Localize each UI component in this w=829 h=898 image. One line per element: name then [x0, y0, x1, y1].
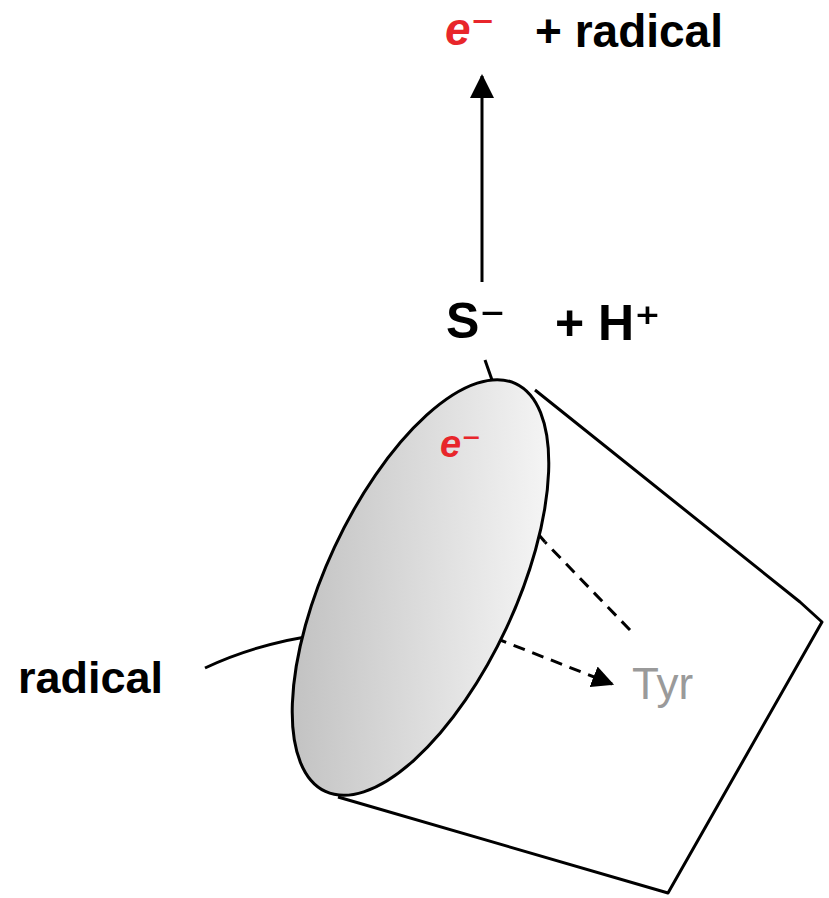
thiolate-bond — [485, 360, 492, 380]
protein-face: e⁻ — [290, 370, 555, 805]
proton-text: + H⁺ — [555, 298, 661, 348]
electron-symbol: e⁻ — [445, 6, 495, 52]
dashed-transfer — [545, 542, 630, 630]
radical-dashed-arrow — [495, 638, 612, 684]
thiolate-text: S⁻ — [446, 296, 506, 346]
face-ellipse — [290, 370, 555, 805]
up-arrow — [481, 76, 484, 282]
product-text: + radical — [535, 8, 723, 54]
electron-symbol: e⁻ — [440, 425, 481, 463]
radical-label: radical — [18, 655, 163, 700]
tyrosine-label: Tyr — [632, 662, 693, 706]
